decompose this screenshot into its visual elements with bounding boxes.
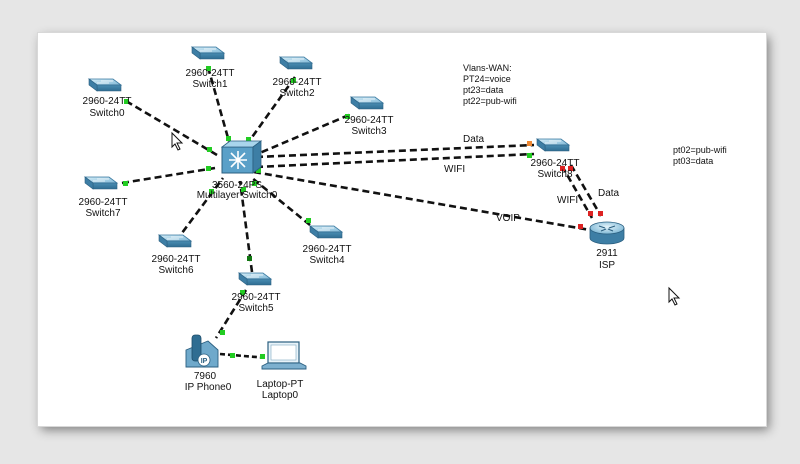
device-model: 2960-24TT <box>83 96 132 107</box>
device-switch8[interactable]: 2960-24TT Switch8 <box>531 138 580 180</box>
note-vlans[interactable]: Vlans-WAN: PT24=voice pt23=data pt22=pub… <box>463 63 517 106</box>
note-line: Vlans-WAN: <box>463 63 512 73</box>
device-switch5[interactable]: 2960-24TT Switch5 <box>232 272 281 314</box>
switch-icon <box>309 225 343 239</box>
device-switch7[interactable]: 2960-24TT Switch7 <box>79 176 128 219</box>
device-name: Switch2 <box>279 88 314 99</box>
link-switch2-multilayer[interactable] <box>243 76 297 148</box>
multilayer-switch-icon <box>220 140 263 174</box>
device-switch1[interactable]: 2960-24TT Switch1 <box>186 46 235 90</box>
link-label-wifi-isp: WIFI <box>557 195 578 206</box>
note-line: PT24=voice <box>463 74 511 84</box>
link-multilayer-isp-voip[interactable] <box>253 170 591 232</box>
link-multilayer-switch8-wifi[interactable] <box>255 152 535 169</box>
device-model: 2960-24TT <box>79 197 128 208</box>
device-name: ISP <box>599 260 615 271</box>
device-name: Switch3 <box>351 126 386 137</box>
mouse-cursor-icon <box>171 131 184 151</box>
device-name: Switch8 <box>537 169 572 180</box>
device-name: Switch0 <box>89 108 124 119</box>
device-model: 7960 <box>194 371 217 382</box>
device-switch3[interactable]: 2960-24TT Switch3 <box>345 96 394 137</box>
device-name: Multilayer Switch0 <box>197 190 278 201</box>
note-line: pt22=pub-wifi <box>463 96 517 106</box>
link-switch7-multilayer[interactable] <box>121 166 216 185</box>
device-switch0[interactable]: 2960-24TT Switch0 <box>83 78 132 119</box>
link-switch6-multilayer[interactable] <box>174 177 225 242</box>
link-multilayer-switch8-data[interactable] <box>255 143 535 159</box>
switch-icon <box>158 234 192 248</box>
link-label-data-isp: Data <box>598 188 620 199</box>
device-switch6[interactable]: 2960-24TT Switch6 <box>152 234 201 276</box>
svg-text:IP: IP <box>201 358 208 365</box>
device-name: Switch6 <box>158 265 193 276</box>
device-name: IP Phone0 <box>185 382 232 393</box>
device-model: 2911 <box>596 248 618 259</box>
note-line: pt03=data <box>673 156 713 166</box>
device-name: Switch5 <box>238 303 273 314</box>
switch-icon <box>238 272 272 286</box>
device-model: 2960-24TT <box>273 77 322 88</box>
link-switch0-multilayer[interactable] <box>125 99 218 157</box>
device-model: 2960-24TT <box>232 292 281 303</box>
switch-icon <box>536 138 570 152</box>
link-label-wifi: WIFI <box>444 164 465 175</box>
device-model: 2960-24TT <box>303 244 352 255</box>
note-line: pt23=data <box>463 85 503 95</box>
link-switch1-multilayer[interactable] <box>206 66 232 146</box>
topology-canvas[interactable] <box>38 33 766 426</box>
switch-icon <box>84 176 118 190</box>
device-laptop0[interactable]: Laptop-PT Laptop0 <box>257 341 307 401</box>
link-switch3-multilayer[interactable] <box>254 113 350 157</box>
note-ports[interactable]: pt02=pub-wifi pt03=data <box>673 145 727 166</box>
link-label-data: Data <box>463 134 485 145</box>
switch-icon <box>350 96 384 110</box>
device-name: Switch4 <box>309 255 344 266</box>
device-isp[interactable]: 2911 ISP <box>589 221 625 271</box>
device-switch4[interactable]: 2960-24TT Switch4 <box>303 225 352 266</box>
device-name: Switch7 <box>85 208 120 219</box>
ip-phone-icon: IP <box>185 334 219 368</box>
link-switch8-isp-wifi[interactable] <box>560 165 594 219</box>
device-ip-phone0[interactable]: IP 7960 IP Phone0 <box>185 334 232 393</box>
device-name: Switch1 <box>192 79 227 90</box>
switch-icon <box>88 78 122 92</box>
device-model: 2960-24TT <box>152 254 201 265</box>
device-name: Laptop0 <box>262 390 299 401</box>
device-model: Laptop-PT <box>257 379 304 390</box>
device-model: 2960-24TT <box>186 68 235 79</box>
device-model: 2960-24TT <box>345 115 394 126</box>
note-line: pt02=pub-wifi <box>673 145 727 155</box>
switch-icon <box>191 46 225 60</box>
device-model: 3560-24PS <box>212 180 262 191</box>
device-switch2[interactable]: 2960-24TT Switch2 <box>273 56 322 99</box>
laptop-icon <box>261 341 307 370</box>
mouse-cursor-icon <box>668 286 681 306</box>
device-multilayer-switch0[interactable]: 3560-24PS Multilayer Switch0 <box>197 140 278 201</box>
link-switch4-multilayer[interactable] <box>251 176 311 227</box>
device-model: 2960-24TT <box>531 158 580 169</box>
link-switch8-isp-data[interactable] <box>569 164 603 217</box>
router-icon <box>589 221 625 245</box>
switch-icon <box>279 56 313 70</box>
link-label-voip: VOIP <box>496 213 520 224</box>
link-indicators <box>123 66 603 359</box>
